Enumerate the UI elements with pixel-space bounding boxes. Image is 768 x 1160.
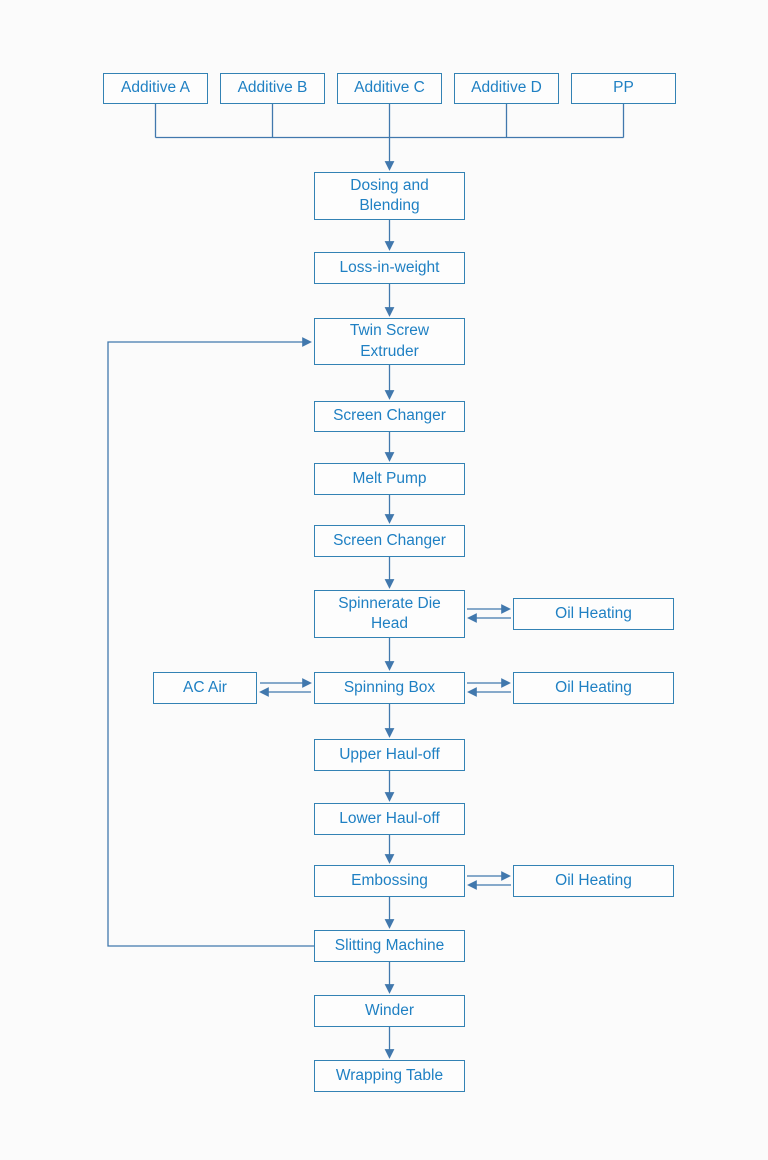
node-additive-d: Additive D <box>454 73 559 104</box>
node-ac-air: AC Air <box>153 672 257 704</box>
node-winder: Winder <box>314 995 465 1027</box>
node-twin-screw-extruder: Twin Screw Extruder <box>314 318 465 365</box>
node-additive-a: Additive A <box>103 73 208 104</box>
node-screen-changer-1: Screen Changer <box>314 401 465 432</box>
node-lower-haul-off: Lower Haul-off <box>314 803 465 835</box>
node-oil-heating-embossing: Oil Heating <box>513 865 674 897</box>
node-spinning-box: Spinning Box <box>314 672 465 704</box>
node-additive-c: Additive C <box>337 73 442 104</box>
node-pp: PP <box>571 73 676 104</box>
node-additive-b: Additive B <box>220 73 325 104</box>
input-bus-lines <box>154 104 625 171</box>
node-oil-heating-spinnerate: Oil Heating <box>513 598 674 630</box>
node-oil-heating-spinning: Oil Heating <box>513 672 674 704</box>
node-embossing: Embossing <box>314 865 465 897</box>
node-upper-haul-off: Upper Haul-off <box>314 739 465 771</box>
node-melt-pump: Melt Pump <box>314 463 465 495</box>
node-loss-in-weight: Loss-in-weight <box>314 252 465 284</box>
node-screen-changer-2: Screen Changer <box>314 525 465 557</box>
node-dosing-and-blending: Dosing and Blending <box>314 172 465 220</box>
node-slitting-machine: Slitting Machine <box>314 930 465 962</box>
bidirectional-arrows <box>259 604 511 890</box>
feedback-loop-arrow <box>107 337 314 947</box>
node-spinnerate-die-head: Spinnerate Die Head <box>314 590 465 638</box>
node-wrapping-table: Wrapping Table <box>314 1060 465 1092</box>
